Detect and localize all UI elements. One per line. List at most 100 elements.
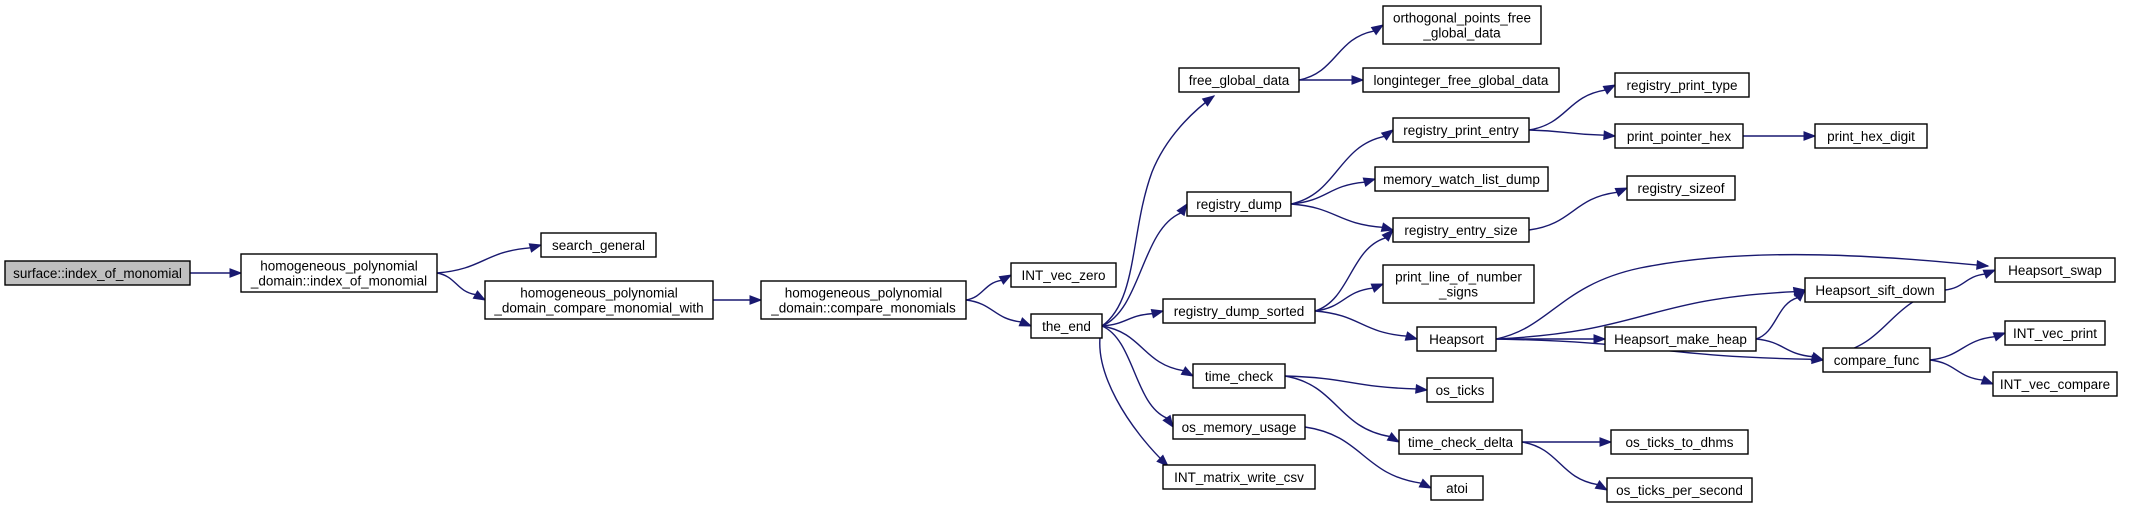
node-os-ticks-to-dhms[interactable]: os_ticks_to_dhms bbox=[1610, 429, 1749, 455]
node-label: compare_func bbox=[1834, 353, 1920, 368]
node-box bbox=[1804, 277, 1946, 303]
call-edge-heapsort-to-heapsort-swap bbox=[1495, 253, 1990, 340]
node-label: surface::index_of_monomial bbox=[13, 266, 182, 281]
call-edge-time-check-delta-to-os-ticks-per-second bbox=[1521, 441, 1609, 491]
call-edge-hpd-index-to-hpd-compare-with bbox=[436, 272, 487, 301]
node-registry-print-entry[interactable]: registry_print_entry bbox=[1392, 117, 1530, 143]
node-box bbox=[1162, 298, 1316, 324]
call-edge-hpd-compare-with-to-hpd-compare bbox=[712, 295, 763, 305]
node-box bbox=[1610, 429, 1749, 455]
node-registry-dump[interactable]: registry_dump bbox=[1186, 191, 1292, 217]
node-registry-dump-sorted[interactable]: registry_dump_sorted bbox=[1162, 298, 1316, 324]
node-label: registry_entry_size bbox=[1404, 223, 1517, 238]
node-label: os_ticks_to_dhms bbox=[1625, 435, 1733, 450]
node-box bbox=[1398, 429, 1523, 455]
call-edges bbox=[190, 24, 2007, 491]
node-box bbox=[1392, 117, 1530, 143]
node-box bbox=[484, 280, 714, 320]
call-edge-surface-index-to-hpd-index bbox=[190, 268, 243, 278]
node-box bbox=[1186, 191, 1292, 217]
node-label: _signs bbox=[1438, 285, 1478, 300]
call-edge-registry-dump-sorted-to-registry-entry-size bbox=[1314, 228, 1394, 312]
node-print-hex-digit[interactable]: print_hex_digit bbox=[1814, 123, 1928, 149]
node-int-vec-print[interactable]: INT_vec_print bbox=[2004, 320, 2106, 346]
node-box bbox=[4, 260, 191, 286]
node-print-line-of-number-signs[interactable]: print_line_of_number_signs bbox=[1382, 264, 1535, 304]
node-int-vec-compare[interactable]: INT_vec_compare bbox=[1992, 371, 2118, 397]
node-box bbox=[1426, 377, 1494, 403]
node-label: _domain_compare_monomial_with bbox=[493, 301, 703, 316]
node-box bbox=[1822, 347, 1931, 373]
node-search-general[interactable]: search_general bbox=[540, 232, 657, 258]
node-registry-sizeof[interactable]: registry_sizeof bbox=[1626, 175, 1736, 201]
node-label: orthogonal_points_free bbox=[1393, 11, 1531, 26]
node-box bbox=[1374, 166, 1549, 192]
node-box bbox=[1814, 123, 1928, 149]
node-free-global-data[interactable]: free_global_data bbox=[1178, 67, 1300, 93]
node-the-end[interactable]: the_end bbox=[1030, 313, 1103, 339]
node-label: registry_dump bbox=[1196, 197, 1282, 212]
node-label: INT_matrix_write_csv bbox=[1174, 470, 1304, 485]
node-hpd-index[interactable]: homogeneous_polynomial_domain::index_of_… bbox=[240, 253, 438, 293]
call-edge-free-global-data-to-orthogonal-points bbox=[1298, 24, 1385, 81]
call-edge-registry-dump-sorted-to-print-line-of-number-signs bbox=[1314, 283, 1385, 312]
node-box bbox=[1030, 313, 1103, 339]
node-hpd-compare-with[interactable]: homogeneous_polynomial_domain_compare_mo… bbox=[484, 280, 714, 320]
node-heapsort-sift-down[interactable]: Heapsort_sift_down bbox=[1804, 277, 1946, 303]
call-edge-the-end-to-free-global-data bbox=[1101, 95, 1216, 327]
node-label: Heapsort_sift_down bbox=[1815, 283, 1934, 298]
node-hpd-compare[interactable]: homogeneous_polynomial_domain::compare_m… bbox=[760, 280, 967, 320]
node-box bbox=[2004, 320, 2106, 346]
node-box bbox=[1010, 262, 1117, 288]
node-box bbox=[540, 232, 657, 258]
node-label: INT_vec_print bbox=[2013, 326, 2097, 341]
node-orthogonal-points[interactable]: orthogonal_points_free_global_data bbox=[1382, 5, 1542, 45]
node-label: os_ticks_per_second bbox=[1616, 483, 1743, 498]
node-label: homogeneous_polynomial bbox=[520, 286, 678, 301]
call-edge-os-memory-usage-to-atoi bbox=[1304, 426, 1433, 489]
node-box bbox=[1172, 414, 1306, 440]
node-os-memory-usage[interactable]: os_memory_usage bbox=[1172, 414, 1306, 440]
call-edge-compare-func-to-int-vec-compare bbox=[1929, 359, 1995, 385]
node-os-ticks[interactable]: os_ticks bbox=[1426, 377, 1494, 403]
node-box bbox=[1992, 371, 2118, 397]
node-heapsort[interactable]: Heapsort bbox=[1416, 326, 1497, 352]
node-registry-print-type[interactable]: registry_print_type bbox=[1614, 72, 1750, 98]
node-registry-entry-size[interactable]: registry_entry_size bbox=[1392, 217, 1530, 243]
node-surface-index[interactable]: surface::index_of_monomial bbox=[4, 260, 191, 286]
node-label: INT_vec_zero bbox=[1021, 268, 1105, 283]
node-label: registry_dump_sorted bbox=[1174, 304, 1305, 319]
call-edge-compare-func-to-int-vec-print bbox=[1929, 332, 2007, 361]
call-edge-the-end-to-os-memory-usage bbox=[1101, 325, 1174, 429]
node-box bbox=[1382, 5, 1542, 45]
call-edge-registry-dump-to-memory-watch bbox=[1290, 177, 1377, 205]
node-int-vec-zero[interactable]: INT_vec_zero bbox=[1010, 262, 1117, 288]
node-heapsort-make-heap[interactable]: Heapsort_make_heap bbox=[1604, 326, 1757, 352]
node-box bbox=[1192, 363, 1286, 389]
node-label: atoi bbox=[1446, 481, 1468, 496]
call-edge-heapsort-sift-down-to-heapsort-swap bbox=[1944, 269, 1997, 291]
node-box bbox=[1382, 264, 1535, 304]
call-edge-registry-dump-to-registry-entry-size bbox=[1290, 203, 1395, 232]
node-atoi[interactable]: atoi bbox=[1430, 475, 1484, 501]
node-longinteger-free[interactable]: longinteger_free_global_data bbox=[1362, 67, 1560, 93]
node-os-ticks-per-second[interactable]: os_ticks_per_second bbox=[1606, 477, 1753, 503]
node-box bbox=[1392, 217, 1530, 243]
node-label: homogeneous_polynomial bbox=[260, 259, 418, 274]
node-box bbox=[1162, 464, 1316, 490]
node-box bbox=[1430, 475, 1484, 501]
node-print-pointer-hex[interactable]: print_pointer_hex bbox=[1614, 123, 1744, 149]
node-label: homogeneous_polynomial bbox=[785, 286, 943, 301]
node-time-check[interactable]: time_check bbox=[1192, 363, 1286, 389]
node-time-check-delta[interactable]: time_check_delta bbox=[1398, 429, 1523, 455]
node-box bbox=[1362, 67, 1560, 93]
node-label: registry_sizeof bbox=[1637, 181, 1724, 196]
node-heapsort-swap[interactable]: Heapsort_swap bbox=[1994, 257, 2116, 283]
node-label: _domain::compare_monomials bbox=[770, 301, 956, 316]
node-memory-watch[interactable]: memory_watch_list_dump bbox=[1374, 166, 1549, 192]
node-compare-func[interactable]: compare_func bbox=[1822, 347, 1931, 373]
node-label: search_general bbox=[552, 238, 645, 253]
call-edge-the-end-to-registry-dump-sorted bbox=[1101, 308, 1165, 327]
node-int-matrix-write-csv[interactable]: INT_matrix_write_csv bbox=[1162, 464, 1316, 490]
node-label: print_pointer_hex bbox=[1627, 129, 1732, 144]
